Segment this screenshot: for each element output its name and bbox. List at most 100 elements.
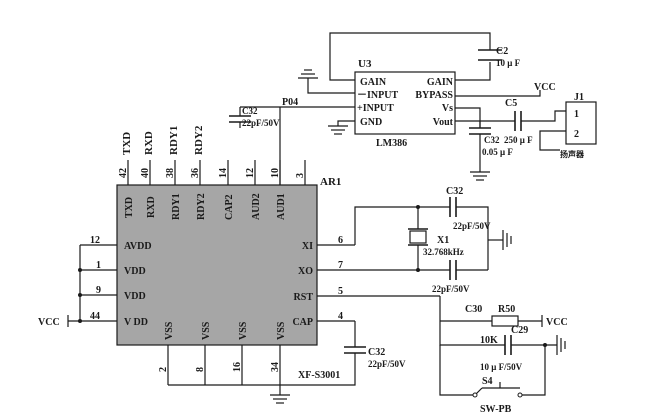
ar1-label-vss2: VSS (164, 321, 175, 340)
ar1-pin-10: 10 (270, 168, 281, 178)
c32-e-value: 0.05 μ F (482, 147, 513, 157)
c32-d-ref: C32 (368, 347, 385, 358)
c32-b-ref: C32 (446, 186, 463, 197)
u3-input-ground: P04 (282, 69, 355, 108)
c32-d-value: 22pF/50V (368, 359, 406, 369)
c29-ref: C29 (511, 325, 528, 336)
ar1-pin-l12: 12 (90, 235, 100, 246)
ar1-label-xo: XO (298, 266, 313, 277)
s4-ref: S4 (482, 376, 493, 387)
c32-a-ref: C32 (242, 106, 258, 116)
ar1-pin-12: 12 (245, 168, 256, 178)
ar1-label-rdy2: RDY2 (196, 193, 207, 220)
j1-pin1: 1 (574, 109, 579, 120)
s4-value: SW-PB (480, 404, 512, 415)
x1-ref: X1 (437, 235, 449, 246)
u3-input-coupling: C32 22pF/50V (229, 106, 355, 185)
ar1-pin-l44: 44 (90, 311, 100, 322)
u3-pin-gnd: GND (360, 117, 382, 128)
c5-value: 250 μ F (504, 135, 533, 145)
ar1-label-vss34: VSS (276, 321, 287, 340)
ar1-label-rxd: RXD (146, 196, 157, 218)
u3-ref: U3 (358, 58, 372, 70)
u3-pin-vs: Vs (442, 103, 453, 114)
net-vcc-top: VCC (534, 82, 556, 93)
j1-body (565, 101, 597, 145)
ar1-pin-38: 38 (165, 168, 176, 178)
ar1-pin-r7: 7 (338, 260, 343, 271)
ar1-pin-b2: 2 (158, 367, 169, 372)
r50-ref: R50 (498, 304, 515, 315)
u3-pin-gain-right: GAIN (427, 77, 454, 88)
net-rdy1: RDY1 (168, 126, 180, 155)
ar1-label-vss8: VSS (201, 321, 212, 340)
ar1-label-rst: RST (294, 292, 314, 303)
ar1-label-txd: TXD (124, 197, 135, 218)
c32-b-value: 22pF/50V (453, 221, 491, 231)
c2-ref: C2 (496, 46, 508, 57)
j1-ref: J1 (574, 92, 584, 103)
j1-pin2: 2 (574, 129, 579, 140)
ar1-module: AR1 XF-S3001 42 40 38 36 14 12 10 3 TXD … (38, 125, 450, 404)
ar1-pin-3: 3 (295, 173, 306, 178)
c2-gain-network: C2 10 μ F (329, 32, 521, 81)
net-txd: TXD (121, 132, 133, 155)
net-vcc-rst: VCC (546, 317, 568, 328)
u3-pin-input-neg: －INPUT (357, 90, 398, 101)
ar1-ref: AR1 (320, 176, 341, 188)
net-p04: P04 (282, 97, 298, 108)
c32-e-ref: C32 (484, 135, 500, 145)
ar1-pin-b16: 16 (232, 362, 243, 372)
ar1-label-vdd44: V DD (124, 317, 148, 328)
ar1-label-avdd: AVDD (124, 241, 152, 252)
c30-ref: C30 (465, 304, 482, 315)
x1-crystal-body (409, 230, 427, 244)
net-rxd: RXD (143, 131, 155, 155)
ar1-label-rdy1: RDY1 (171, 193, 182, 220)
ar1-label-cap: CAP (292, 317, 313, 328)
ar1-pin-14: 14 (218, 168, 229, 178)
ar1-pin-40: 40 (140, 168, 151, 178)
ar1-label-vdd9: VDD (124, 291, 146, 302)
ar1-pin-r6: 6 (338, 235, 343, 246)
j1-name: 扬声器 (560, 149, 585, 159)
ar1-pin-r5: 5 (338, 286, 343, 297)
ar1-label-vdd1: VDD (124, 266, 146, 277)
u3-body (354, 71, 456, 135)
u3-pin-bypass: BYPASS (415, 90, 453, 101)
ar1-pin-r4: 4 (338, 311, 343, 322)
x1-value: 32.768kHz (423, 247, 464, 257)
reset-network: VCC R50 C30 10K C29 10 μ F/50V S4 SW-PB (439, 296, 568, 415)
cap-filter: C32 22pF/50V (280, 321, 406, 386)
c29-value: 10 μ F/50V (480, 362, 523, 372)
ar1-part: XF-S3001 (298, 370, 340, 381)
ar1-pin-b34: 34 (270, 362, 281, 372)
j1-speaker-connector: J1 1 2 扬声器 (560, 92, 597, 159)
ar1-pin-b8: 8 (195, 367, 206, 372)
c32-c-value: 22pF/50V (432, 284, 470, 294)
ar1-pin-36: 36 (190, 168, 201, 178)
u3-ground (328, 120, 355, 135)
ar1-pin-42: 42 (118, 168, 129, 178)
c32-a-value: 22pF/50V (242, 118, 280, 128)
ar1-body (116, 184, 318, 346)
u3-pin-input-pos: +INPUT (357, 103, 394, 114)
ar1-pin-l1: 1 (96, 260, 101, 271)
u3-output-network: VCC C32 0.05 μ F C5 250 μ F (455, 82, 566, 181)
ar1-label-xi: XI (302, 241, 313, 252)
c5-ref: C5 (505, 98, 517, 109)
u3-part: LM386 (376, 138, 407, 149)
c2-value: 10 μ F (496, 58, 521, 68)
crystal-network: C32 22pF/50V X1 32.768kHz 22pF/50V (354, 186, 512, 294)
ar1-label-aud2: AUD2 (251, 193, 262, 220)
u3-pin-gain-left: GAIN (360, 77, 387, 88)
u3-amplifier: U3 GAIN GAIN －INPUT BYPASS +INPUT Vs GND… (354, 58, 456, 149)
ar1-label-vss16: VSS (238, 321, 249, 340)
ar1-pin-l9: 9 (96, 285, 101, 296)
ar1-label-aud1: AUD1 (276, 193, 287, 220)
net-vcc-left: VCC (38, 317, 60, 328)
u3-pin-vout: Vout (433, 117, 454, 128)
r50-value: 10K (480, 335, 498, 346)
ar1-label-cap2: CAP2 (224, 194, 235, 220)
